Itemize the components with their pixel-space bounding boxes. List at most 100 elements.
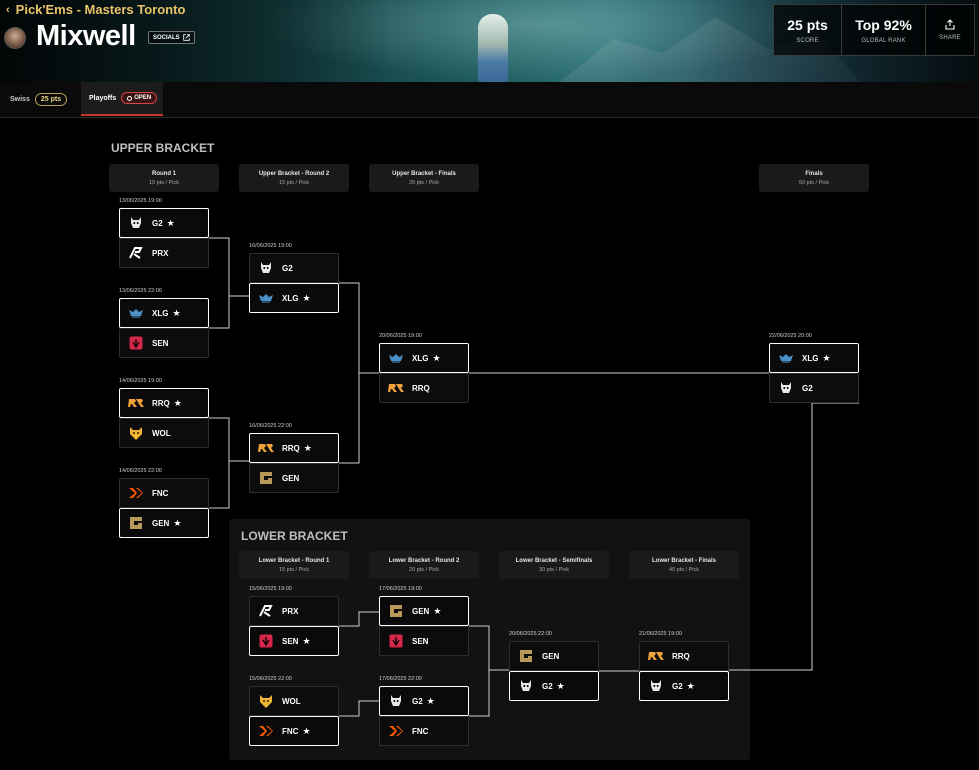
team-pick-gen[interactable]: GEN★ <box>119 508 209 538</box>
star-icon: ★ <box>302 292 311 303</box>
socials-label: SOCIALS <box>153 34 180 41</box>
team-pick-gen[interactable]: GEN <box>509 641 599 671</box>
swiss-points-badge: 25 pts <box>34 92 68 106</box>
team-pick-sen[interactable]: SEN★ <box>249 626 339 656</box>
team-name: RRQ <box>412 383 430 393</box>
xlg-logo-icon <box>128 305 144 321</box>
g2-logo-icon <box>388 693 404 709</box>
team-pick-g2[interactable]: G2★ <box>119 208 209 238</box>
team-pick-rrq[interactable]: RRQ <box>379 373 469 403</box>
team-pick-rrq[interactable]: RRQ★ <box>119 388 209 418</box>
score-stat: 25 pts SCORE <box>774 5 842 55</box>
team-pick-rrq[interactable]: RRQ★ <box>249 433 339 463</box>
tab-swiss[interactable]: Swiss 25 pts <box>10 82 72 116</box>
back-link-label: Pick'Ems - Masters Toronto <box>15 2 186 17</box>
team-pick-g2[interactable]: G2 <box>769 373 859 403</box>
team-name: SEN <box>412 636 429 646</box>
round-points: 15 pts / Pick <box>279 566 309 573</box>
team-pick-wol[interactable]: WOL <box>249 686 339 716</box>
sen-logo-icon <box>258 633 274 649</box>
sen-logo-icon <box>388 633 404 649</box>
star-icon: ★ <box>822 352 831 363</box>
round-name: Finals <box>805 170 823 177</box>
round-header: Finals 50 pts / Pick <box>759 164 869 192</box>
bracket-connector <box>339 373 360 464</box>
team-pick-xlg[interactable]: XLG★ <box>119 298 209 328</box>
team-name: XLG <box>412 353 429 363</box>
share-icon <box>945 19 955 30</box>
round-header: Lower Bracket - Round 2 20 pts / Pick <box>369 551 479 579</box>
g2-logo-icon <box>518 678 534 694</box>
star-icon: ★ <box>172 307 181 318</box>
round-header: Lower Bracket - Round 1 15 pts / Pick <box>239 551 349 579</box>
team-pick-g2[interactable]: G2★ <box>379 686 469 716</box>
round-name: Upper Bracket - Round 2 <box>258 170 330 177</box>
wol-logo-icon <box>258 693 274 709</box>
bracket-connector <box>209 417 249 462</box>
prx-logo-icon <box>128 245 144 261</box>
team-pick-xlg[interactable]: XLG★ <box>379 343 469 373</box>
team-pick-sen[interactable]: SEN <box>119 328 209 358</box>
team-pick-prx[interactable]: PRX <box>119 238 209 268</box>
team-pick-g2[interactable]: G2★ <box>639 671 729 701</box>
round-points: 20 pts / Pick <box>409 566 439 573</box>
team-name: G2 <box>542 681 553 691</box>
round-name: Lower Bracket - Round 1 <box>258 557 330 564</box>
bracket-connector <box>339 700 379 717</box>
team-pick-g2[interactable]: G2 <box>249 253 339 283</box>
team-name: G2 <box>412 696 423 706</box>
team-pick-fnc[interactable]: FNC <box>119 478 209 508</box>
wol-logo-icon <box>128 425 144 441</box>
round-points: 50 pts / Pick <box>799 179 829 186</box>
tab-playoffs[interactable]: Playoffs OPEN <box>81 82 163 116</box>
chevron-left-icon: ‹ <box>6 3 10 16</box>
team-pick-rrq[interactable]: RRQ <box>639 641 729 671</box>
round-name: Lower Bracket - Round 2 <box>388 557 460 564</box>
team-pick-xlg[interactable]: XLG★ <box>249 283 339 313</box>
rrq-logo-icon <box>648 648 664 664</box>
team-pick-gen[interactable]: GEN★ <box>379 596 469 626</box>
fnc-logo-icon <box>258 723 274 739</box>
status-dot-icon <box>127 95 133 101</box>
round-points: 20 pts / Pick <box>409 179 439 186</box>
team-pick-gen[interactable]: GEN <box>249 463 339 493</box>
team-name: WOL <box>282 696 301 706</box>
tab-playoffs-label: Playoffs <box>89 94 117 102</box>
back-link[interactable]: ‹ Pick'Ems - Masters Toronto <box>6 2 185 17</box>
round-points: 40 pts / Pick <box>669 566 699 573</box>
star-icon: ★ <box>166 217 175 228</box>
g2-logo-icon <box>778 380 794 396</box>
share-button[interactable]: SHARE <box>926 5 974 55</box>
gen-logo-icon <box>128 515 144 531</box>
team-pick-prx[interactable]: PRX <box>249 596 339 626</box>
sen-logo-icon <box>128 335 144 351</box>
stats-panel: 25 pts SCORE Top 92% GLOBAL RANK SHARE <box>773 4 975 56</box>
team-name: RRQ <box>282 443 300 453</box>
g2-logo-icon <box>128 215 144 231</box>
upper-bracket-title: UPPER BRACKET <box>111 141 215 155</box>
global-rank-value: Top 92% <box>855 16 912 33</box>
bracket-connector <box>339 611 379 627</box>
rrq-logo-icon <box>128 395 144 411</box>
tab-swiss-label: Swiss <box>10 95 30 103</box>
match-date: 20/06/2025 19:00 <box>379 333 422 339</box>
team-pick-wol[interactable]: WOL <box>119 418 209 448</box>
team-pick-g2[interactable]: G2★ <box>509 671 599 701</box>
star-icon: ★ <box>302 635 311 646</box>
round-name: Round 1 <box>152 170 176 177</box>
team-pick-fnc[interactable]: FNC <box>379 716 469 746</box>
prx-logo-icon <box>258 603 274 619</box>
star-icon: ★ <box>173 397 182 408</box>
bracket-connector <box>729 402 859 671</box>
team-pick-fnc[interactable]: FNC★ <box>249 716 339 746</box>
gen-logo-icon <box>388 603 404 619</box>
team-pick-xlg[interactable]: XLG★ <box>769 343 859 373</box>
socials-button[interactable]: SOCIALS <box>148 31 195 44</box>
team-name: XLG <box>152 308 169 318</box>
team-name: PRX <box>282 606 299 616</box>
team-pick-sen[interactable]: SEN <box>379 626 469 656</box>
